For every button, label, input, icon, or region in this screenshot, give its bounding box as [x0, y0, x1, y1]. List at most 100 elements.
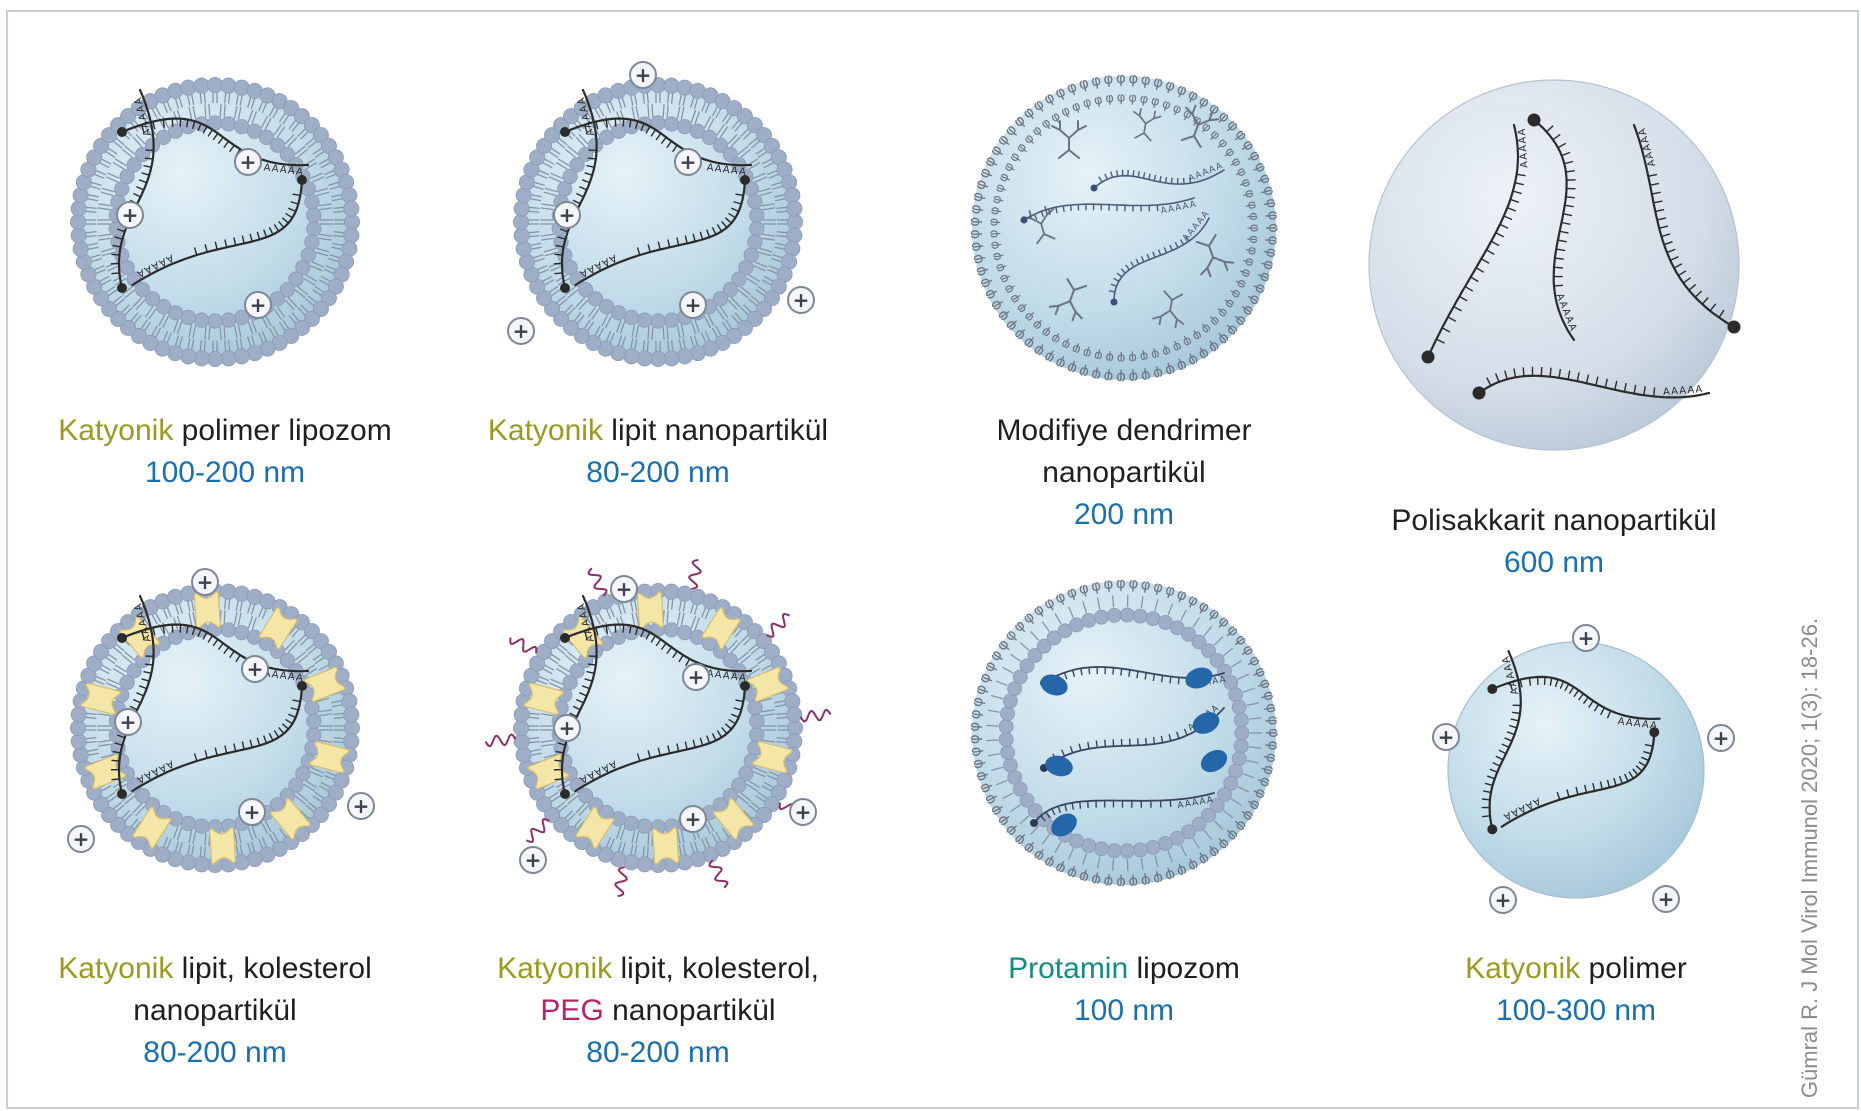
lipid-tail: [114, 158, 127, 167]
lipid-tail: [635, 325, 640, 339]
mrna-backbone: [1477, 374, 1711, 399]
nucleotide-base: [605, 625, 609, 634]
lipid-tail: [233, 325, 238, 339]
nucleotide-base: [197, 123, 202, 132]
nucleotide-base: [140, 124, 145, 133]
lipid-tail: [759, 697, 773, 703]
nucleotide-base: [579, 186, 588, 191]
lipid-tail: [986, 739, 999, 742]
nucleotide-base: [1565, 169, 1575, 173]
nucleotide-base: [1145, 737, 1147, 745]
nucleotide-base: [1112, 667, 1115, 675]
nucleotide-base: [212, 132, 219, 141]
nucleotide-base: [1481, 815, 1491, 818]
lipid-tail: [310, 172, 323, 179]
lipid-tail: [550, 678, 563, 685]
lipid-head-outer: [72, 746, 89, 763]
lipid-tail: [287, 642, 298, 654]
lipid-head-outer: [193, 77, 210, 94]
lipid-tail: [121, 792, 133, 802]
lipid-tail: [174, 603, 180, 615]
lipid-tail: [529, 246, 542, 251]
nucleotide-base: [1613, 777, 1617, 786]
lipid-tail: [586, 321, 595, 333]
lipid-tail: [235, 93, 240, 106]
mrna-cap: [1110, 298, 1118, 306]
lipid-tail: [88, 254, 101, 259]
lipid-head-inner: [279, 146, 295, 163]
lipid-tail: [566, 813, 576, 823]
lipid-tail: [761, 785, 773, 793]
lipid-tail: [609, 332, 615, 345]
lipid-tail: [543, 785, 555, 793]
lipid-tail: [305, 667, 318, 676]
figure-frame: [6, 10, 1859, 1109]
mrna-cap: [560, 633, 570, 643]
lipid-head-outer: [513, 227, 530, 244]
nucleotide-base: [706, 229, 711, 238]
lipid-tail: [158, 314, 166, 327]
lipid-head-outer: [220, 350, 237, 367]
nucleotide-base: [1633, 384, 1637, 394]
lipid-tail: [564, 792, 576, 802]
nucleotide-base: [263, 229, 268, 238]
lipid-tail: [186, 338, 191, 351]
lipid-head-inner: [295, 765, 311, 782]
nucleotide-base: [212, 638, 219, 647]
lipid-head-outer: [663, 583, 680, 600]
caption-katyonik-lipit-kolesterol-peg-nanopartikul: Katyonik lipit, kolesterol,PEG nanoparti…: [398, 948, 918, 1074]
lipid-tail: [287, 136, 298, 148]
lipid-tail: [593, 107, 601, 119]
lipid-tail: [547, 791, 559, 800]
lipid-head-inner: [747, 194, 763, 210]
lipid-tail: [297, 654, 309, 664]
caption-text: lipit nanopartikül: [602, 414, 829, 447]
lipid-tail: [642, 340, 645, 353]
charge-circle: [674, 148, 702, 176]
lipid-tail: [190, 599, 195, 612]
surface-unit-symbol: φ: [1105, 349, 1115, 365]
charge-circle: [241, 655, 269, 683]
protamine-blob: [1045, 755, 1073, 777]
lipid-tail: [1041, 834, 1050, 845]
cholesterol-molecule: [303, 666, 346, 702]
nucleotide-base: [733, 707, 742, 711]
lipid-tail: [186, 599, 191, 612]
lipid-tail: [716, 308, 725, 320]
nucleotide-base: [140, 630, 145, 639]
lipid-head-inner: [126, 663, 142, 679]
caption-text: polimer lipozom: [173, 414, 392, 447]
lipid-tail: [1140, 857, 1144, 870]
lipid-tail: [991, 694, 1003, 700]
lipid-tail: [555, 780, 568, 789]
lipid-head-outer: [787, 720, 804, 737]
caption-text: nanopartikül: [133, 994, 297, 1027]
nucleotide-base: [288, 207, 296, 213]
plus-charge-symbol: +: [688, 665, 705, 689]
nucleotide-base: [735, 193, 744, 197]
nucleotide-base: [1051, 808, 1056, 816]
lipid-tail: [753, 265, 766, 272]
lipid-tail: [761, 203, 775, 207]
lipid-head-outer: [636, 350, 653, 367]
nucleotide-base: [112, 750, 121, 754]
lipid-tail: [572, 818, 582, 829]
lipid-tail: [239, 338, 244, 351]
lipid-tail: [318, 279, 330, 287]
lipid-tail: [1054, 613, 1062, 625]
surface-unit-symbol: φ: [1102, 368, 1114, 387]
nucleotide-base: [1618, 775, 1624, 784]
lipid-tail: [135, 299, 146, 311]
lipid-tail: [605, 836, 612, 849]
lipid-tail: [711, 833, 719, 845]
surface-unit-symbol: φ: [1093, 92, 1104, 108]
nucleotide-base: [162, 625, 166, 634]
caption-text: nanopartikül: [603, 994, 776, 1027]
nucleotide-base: [152, 121, 156, 130]
lipid-tail: [228, 340, 231, 353]
lipid-tail: [527, 206, 540, 209]
lipid-tail: [318, 237, 332, 241]
plus-charge-symbol: +: [120, 710, 137, 734]
lipid-tail: [662, 104, 665, 118]
